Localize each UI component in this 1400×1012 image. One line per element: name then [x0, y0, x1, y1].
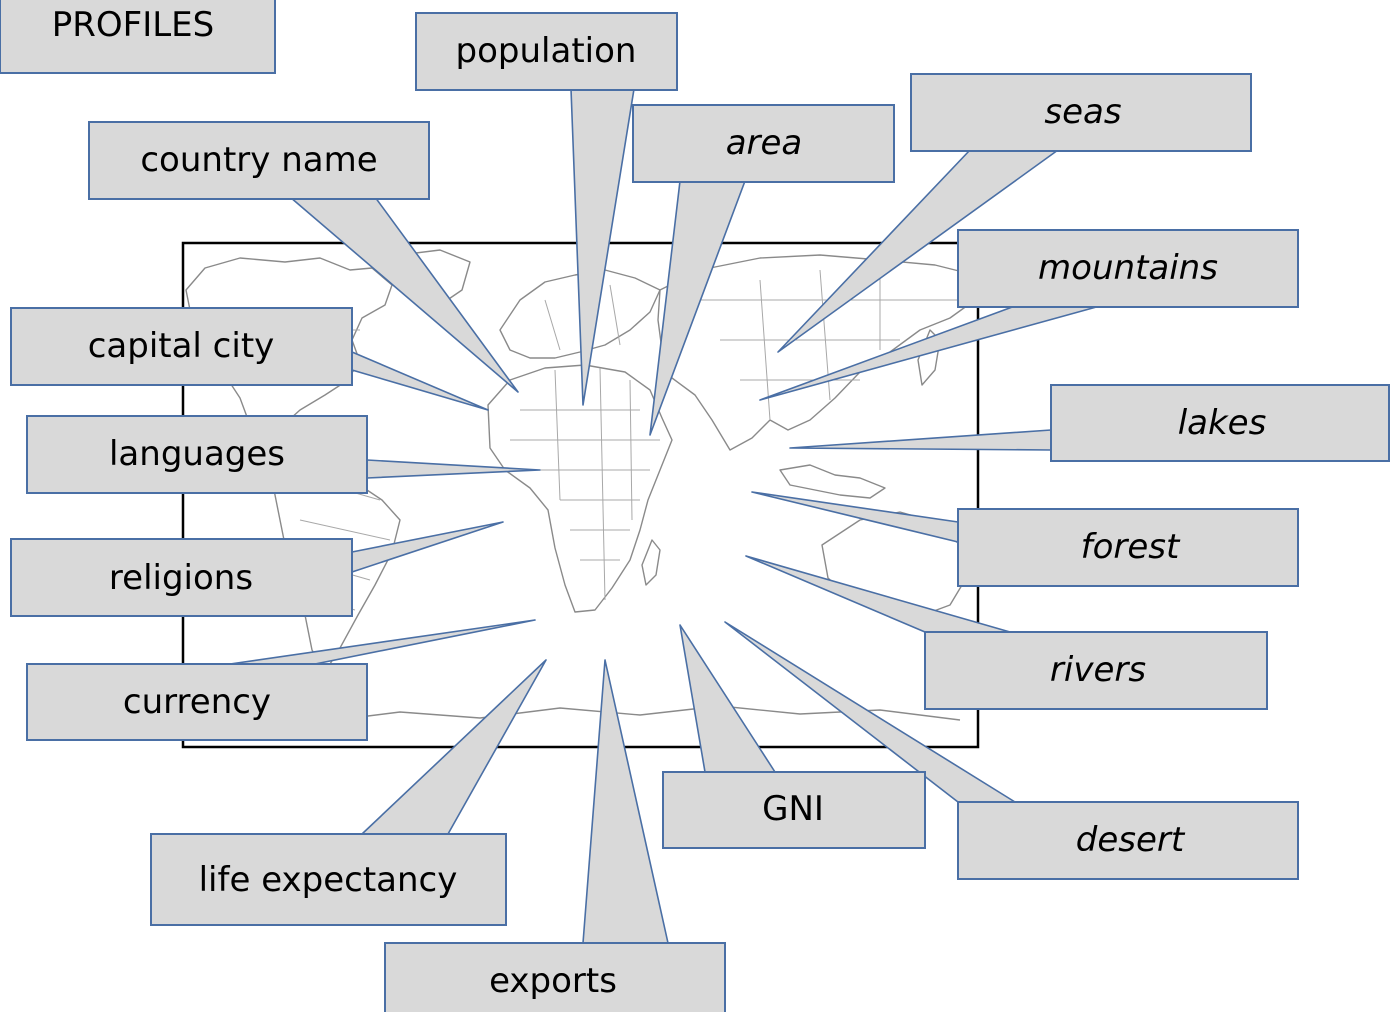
callout-currency: currency — [26, 663, 368, 741]
callout-mountains: mountains — [957, 229, 1299, 308]
indonesia-outline — [779, 464, 886, 499]
callout-label-gni: GNI — [762, 789, 824, 829]
europe-outline — [499, 269, 661, 359]
callout-label-lakes: lakes — [1178, 403, 1267, 443]
callout-label-rivers: rivers — [1050, 650, 1146, 690]
callout-rivers: rivers — [924, 631, 1268, 710]
callout-label-population: population — [456, 31, 637, 71]
callout-languages: languages — [26, 415, 368, 494]
callout-population: population — [415, 12, 678, 91]
callout-country-name: country name — [88, 121, 430, 200]
callout-capital-city: capital city — [10, 307, 353, 386]
callout-label-country-name: country name — [140, 140, 377, 180]
title-box: PROFILES — [0, 0, 276, 74]
callout-gni: GNI — [662, 771, 926, 849]
callout-label-desert: desert — [1076, 820, 1186, 860]
callout-religions: religions — [10, 538, 353, 617]
callout-desert: desert — [957, 801, 1299, 880]
callout-label-seas: seas — [1044, 92, 1121, 132]
callout-lakes: lakes — [1050, 384, 1390, 462]
africa-outline — [487, 364, 673, 613]
callout-label-exports: exports — [489, 961, 617, 1001]
callout-label-area: area — [726, 123, 803, 163]
callout-label-capital-city: capital city — [88, 326, 275, 366]
callout-area: area — [632, 104, 895, 183]
callout-label-mountains: mountains — [1038, 248, 1218, 288]
callout-seas: seas — [910, 73, 1252, 152]
title: PROFILES — [52, 5, 214, 45]
callout-label-currency: currency — [123, 682, 271, 722]
callout-label-forest: forest — [1081, 527, 1181, 567]
callout-label-religions: religions — [109, 558, 253, 598]
madagascar-outline — [641, 539, 661, 586]
callout-forest: forest — [957, 508, 1299, 587]
callout-label-languages: languages — [109, 434, 285, 474]
callout-label-life-expectancy: life expectancy — [199, 860, 458, 900]
callout-exports: exports — [384, 942, 726, 1012]
callout-life-expectancy: life expectancy — [150, 833, 507, 926]
